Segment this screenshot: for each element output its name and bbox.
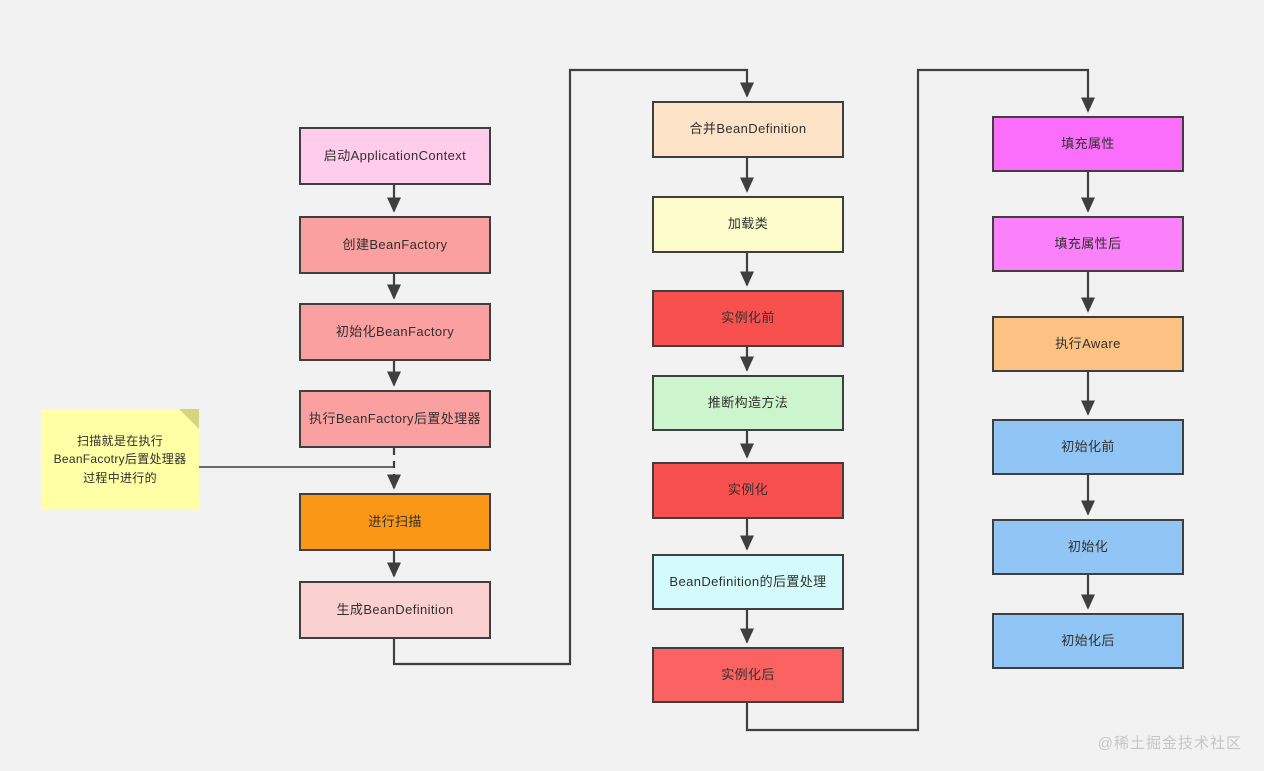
node-execute-aware[interactable]: 执行Aware [992,316,1184,372]
node-start-application-context[interactable]: 启动ApplicationContext [299,127,491,185]
node-perform-scan[interactable]: 进行扫描 [299,493,491,551]
node-infer-constructor[interactable]: 推断构造方法 [652,375,844,431]
node-merge-bean-definition[interactable]: 合并BeanDefinition [652,101,844,158]
node-generate-bean-definition[interactable]: 生成BeanDefinition [299,581,491,639]
page-fold-icon [179,409,199,429]
node-before-init[interactable]: 初始化前 [992,419,1184,475]
node-bean-definition-post-process[interactable]: BeanDefinition的后置处理 [652,554,844,610]
node-after-init[interactable]: 初始化后 [992,613,1184,669]
node-create-bean-factory[interactable]: 创建BeanFactory [299,216,491,274]
node-init[interactable]: 初始化 [992,519,1184,575]
node-execute-bean-factory-post-processor[interactable]: 执行BeanFactory后置处理器 [299,390,491,448]
node-init-bean-factory[interactable]: 初始化BeanFactory [299,303,491,361]
node-instantiation[interactable]: 实例化 [652,462,844,519]
watermark: @稀土掘金技术社区 [1097,735,1242,752]
node-before-instantiation[interactable]: 实例化前 [652,290,844,347]
node-populate-properties[interactable]: 填充属性 [992,116,1184,172]
node-after-instantiation[interactable]: 实例化后 [652,647,844,703]
node-load-class[interactable]: 加载类 [652,196,844,253]
node-after-populate-properties[interactable]: 填充属性后 [992,216,1184,272]
